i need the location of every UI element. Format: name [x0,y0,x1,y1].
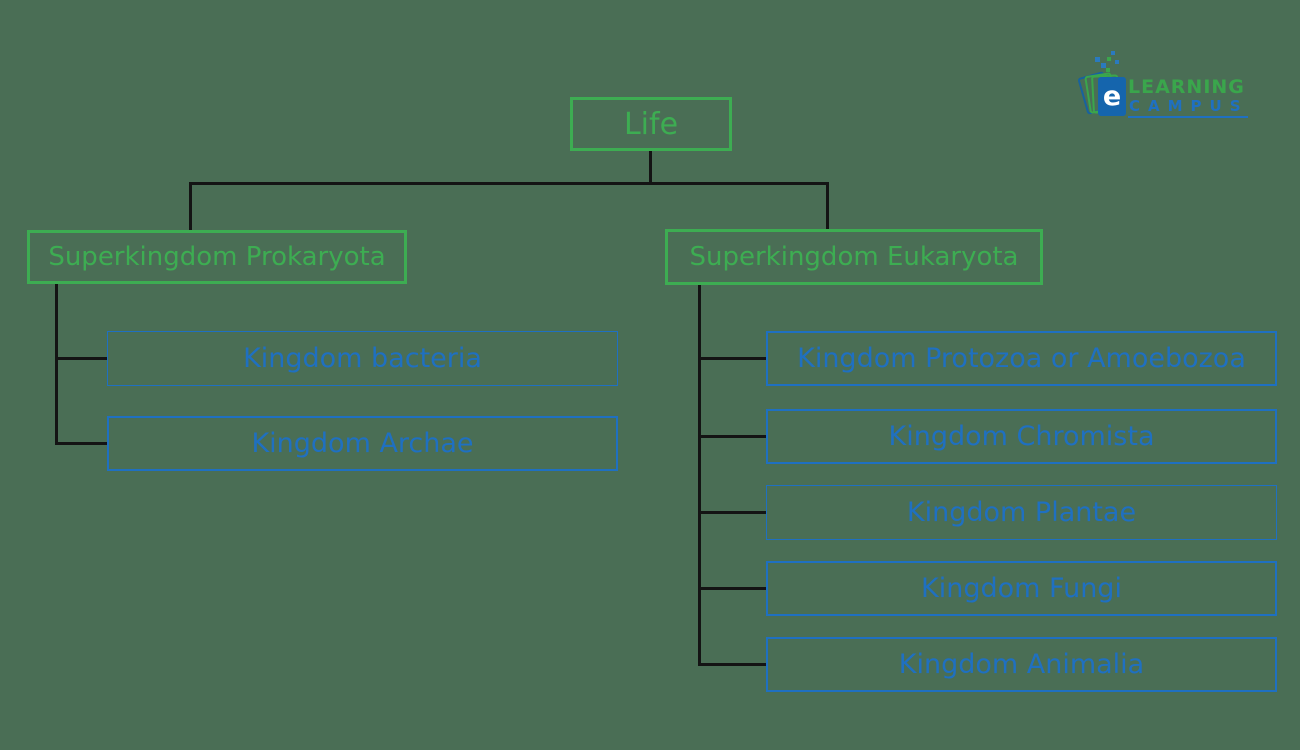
elearning-campus-logo: e LEARNING CAMPUS [1077,48,1260,120]
connector-prokaryota-drop [189,182,192,230]
node-kingdom-chromista: Kingdom Chromista [766,409,1277,464]
pixel-dot-icon [1095,57,1100,62]
connector-main-horizontal [189,182,829,185]
node-kingdom-bacteria: Kingdom bacteria [107,331,618,386]
connector-eukaryota-drop [826,182,829,230]
node-kingdom-archae: Kingdom Archae [107,416,618,471]
pixel-dot-icon [1111,51,1115,55]
pixel-dot-icon [1101,63,1106,68]
node-superkingdom-eukaryota: Superkingdom Eukaryota [665,229,1043,285]
logo-learning-text: LEARNING [1128,76,1245,98]
logo-underline [1128,116,1248,118]
connector-stub-fungi [698,587,766,590]
node-kingdom-fungi: Kingdom Fungi [766,561,1277,616]
pixel-dot-icon [1106,68,1110,72]
book-cover-icon: e [1098,77,1126,116]
node-kingdom-plantae: Kingdom Plantae [766,485,1277,540]
node-kingdom-protozoa: Kingdom Protozoa or Amoebozoa [766,331,1277,386]
logo-e-letter: e [1102,81,1122,112]
node-life: Life [570,97,732,151]
connector-stub-bacteria [55,357,107,360]
pixel-dot-icon [1107,57,1111,61]
connector-prokaryota-spine [55,284,58,445]
connector-stub-protozoa [698,357,766,360]
node-superkingdom-prokaryota: Superkingdom Prokaryota [27,230,407,284]
connector-stub-plantae [698,511,766,514]
logo-campus-text: CAMPUS [1129,97,1249,115]
connector-stub-chromista [698,435,766,438]
node-kingdom-animalia: Kingdom Animalia [766,637,1277,692]
connector-life-down [649,151,652,183]
pixel-dot-icon [1115,60,1119,64]
connector-stub-animalia [698,663,766,666]
connector-eukaryota-spine [698,285,701,666]
connector-stub-archae [55,442,107,445]
